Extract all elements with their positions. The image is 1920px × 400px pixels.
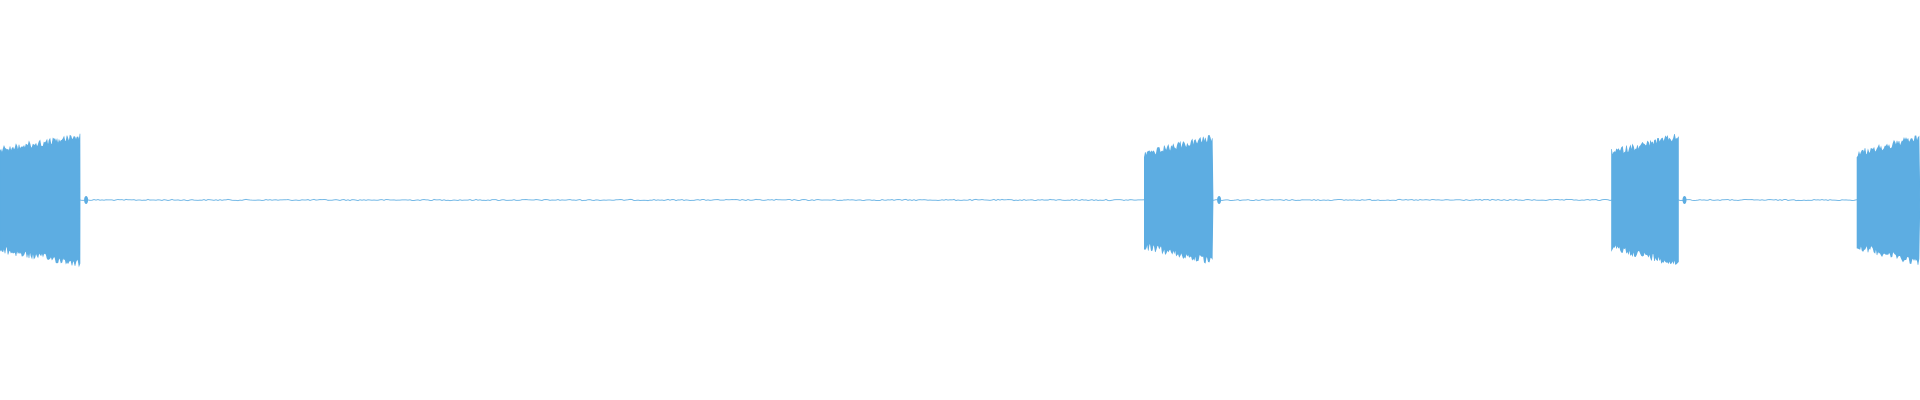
waveform-blip-1 (84, 196, 89, 204)
waveform-blip-3 (1682, 196, 1687, 204)
waveform-burst-3 (1611, 134, 1679, 265)
waveform-burst-2 (1144, 134, 1214, 264)
waveform-baseline (0, 198, 1920, 202)
waveform-burst-4 (1856, 135, 1920, 265)
waveform-blip-2 (1217, 196, 1222, 204)
waveform-burst-1 (0, 133, 81, 268)
